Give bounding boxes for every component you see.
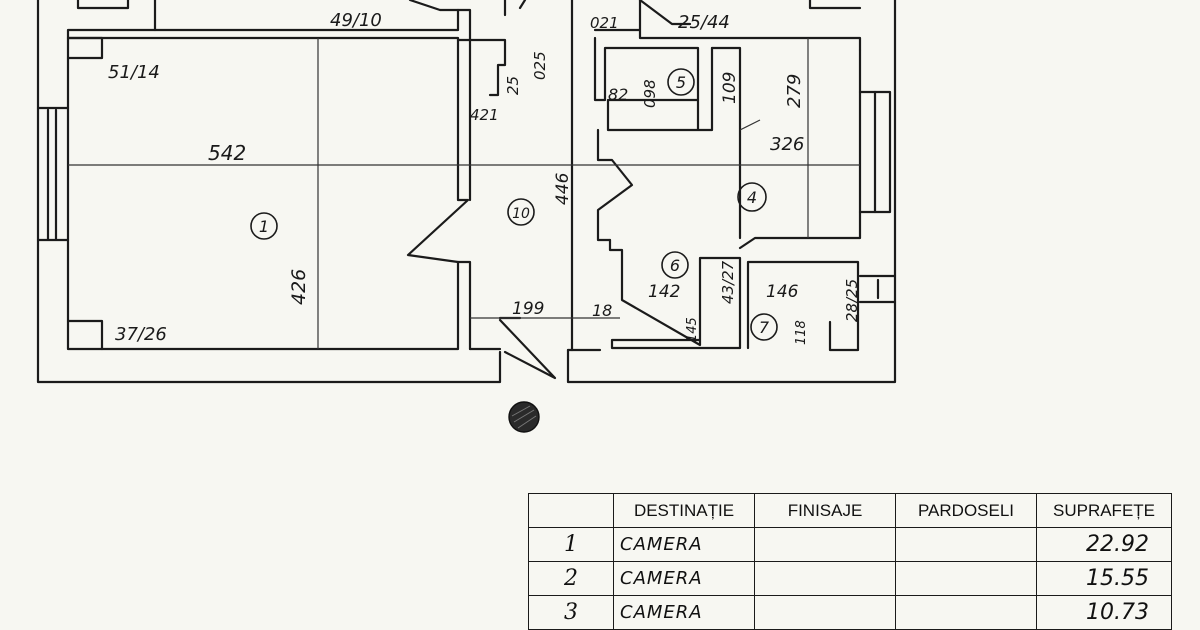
dim-18: 18 — [592, 301, 612, 320]
dim-51-14: 51/14 — [108, 62, 160, 83]
row-suprafata: 10.73 — [1036, 595, 1172, 630]
dim-25-44: 25/44 — [678, 12, 730, 33]
row-destinatie: CAMERA — [613, 527, 755, 562]
room-legend-table: DESTINAȚIE FINISAJE PARDOSELI SUPRAFEȚE … — [528, 493, 1172, 630]
row-pardoseli — [895, 561, 1037, 596]
top-door — [408, 0, 527, 17]
small-column-1 — [66, 36, 104, 60]
table-row: 1 CAMERA 22.92 — [528, 527, 1172, 562]
room-marker-10: 10 — [507, 198, 535, 226]
dim-199: 199 — [512, 299, 544, 319]
left-window — [36, 106, 70, 242]
entrance-door — [498, 318, 557, 380]
dim-line-109 — [739, 119, 761, 131]
row-pardoseli — [895, 595, 1037, 630]
room-number-5: 5 — [676, 73, 686, 92]
room-marker-1: 1 — [250, 212, 278, 240]
row-suprafata: 15.55 — [1036, 561, 1172, 596]
row-finisaje — [754, 561, 896, 596]
room-7-walls — [746, 260, 860, 352]
dim-542: 542 — [208, 141, 246, 165]
header-destinatie: DESTINAȚIE — [613, 493, 755, 528]
room-marker-7: 7 — [750, 313, 778, 341]
walls — [36, 0, 897, 384]
dim-421: 421 — [470, 106, 499, 124]
dim-446: 446 — [553, 172, 573, 205]
room-marker-6: 6 — [661, 251, 689, 279]
dimension-lines — [68, 38, 860, 349]
table-row: 2 CAMERA 15.55 — [528, 561, 1172, 596]
dim-142: 142 — [648, 282, 680, 302]
dim-145: 145 — [685, 317, 700, 342]
room-number-7: 7 — [759, 318, 770, 337]
header-suprafete: SUPRAFEȚE — [1036, 493, 1172, 528]
header-finisaje: FINISAJE — [754, 493, 896, 528]
outer-wall-bottom-right — [566, 0, 897, 384]
room-number-1: 1 — [259, 217, 269, 236]
legend-header-row: DESTINAȚIE FINISAJE PARDOSELI SUPRAFEȚE — [528, 493, 1172, 528]
dim-025: 025 — [531, 51, 549, 80]
dim-118: 118 — [794, 320, 809, 345]
top-right-block — [808, 0, 862, 10]
dim-49-10: 49/10 — [330, 10, 382, 31]
row-pardoseli — [895, 527, 1037, 562]
dim-146: 146 — [766, 282, 799, 302]
top-left-block — [76, 0, 157, 32]
room-4-walls — [710, 46, 862, 250]
dim-326: 326 — [770, 134, 804, 155]
room-1-inner-wall — [456, 38, 472, 351]
top-wall-inner — [66, 8, 472, 42]
zigzag-wall — [596, 128, 634, 242]
right-small-window — [858, 274, 897, 304]
room-5-top — [593, 0, 862, 52]
dim-021: 021 — [590, 14, 619, 32]
row-destinatie: CAMERA — [613, 595, 755, 630]
row-suprafata: 22.92 — [1036, 527, 1172, 562]
room-marker-5: 5 — [667, 68, 695, 96]
top-door-right — [638, 0, 692, 26]
corridor-bottom — [468, 316, 602, 352]
room-1-outline — [66, 36, 470, 351]
outer-wall-left — [36, 0, 502, 384]
room-marker-4: 4 — [737, 182, 767, 212]
floor-plan-drawing: 49/10 25/44 021 51/14 025 25 421 82 098 … — [36, 0, 897, 433]
corridor-left-wall — [468, 38, 507, 97]
dim-098: 098 — [641, 79, 659, 108]
dim-25: 25 — [504, 76, 522, 95]
dimensions: 49/10 25/44 021 51/14 025 25 421 82 098 … — [108, 10, 861, 345]
row-number: 2 — [528, 561, 614, 596]
row-number: 1 — [528, 527, 614, 562]
room-5-walls — [593, 36, 714, 132]
entrance-marker — [508, 401, 540, 433]
dim-82: 82 — [608, 85, 628, 104]
small-column-2 — [66, 319, 104, 351]
header-pardoseli: PARDOSELI — [895, 493, 1037, 528]
room-6-walls — [608, 238, 742, 350]
row-finisaje — [754, 527, 896, 562]
room-number-4: 4 — [747, 188, 757, 207]
table-row: 3 CAMERA 10.73 — [528, 595, 1172, 630]
dim-37-26: 37/26 — [115, 324, 167, 345]
dim-43-27: 43/27 — [719, 260, 737, 304]
dim-279: 279 — [784, 74, 805, 108]
dim-426: 426 — [288, 269, 310, 305]
row-number: 3 — [528, 595, 614, 630]
room-number-10: 10 — [512, 206, 530, 222]
row-destinatie: CAMERA — [613, 561, 755, 596]
dim-28-25: 28/25 — [843, 279, 861, 322]
room-number-6: 6 — [670, 256, 680, 275]
room-markers: 1 10 5 4 6 7 — [250, 68, 778, 341]
dim-109: 109 — [720, 72, 740, 104]
row-finisaje — [754, 595, 896, 630]
header-nr — [528, 493, 614, 528]
